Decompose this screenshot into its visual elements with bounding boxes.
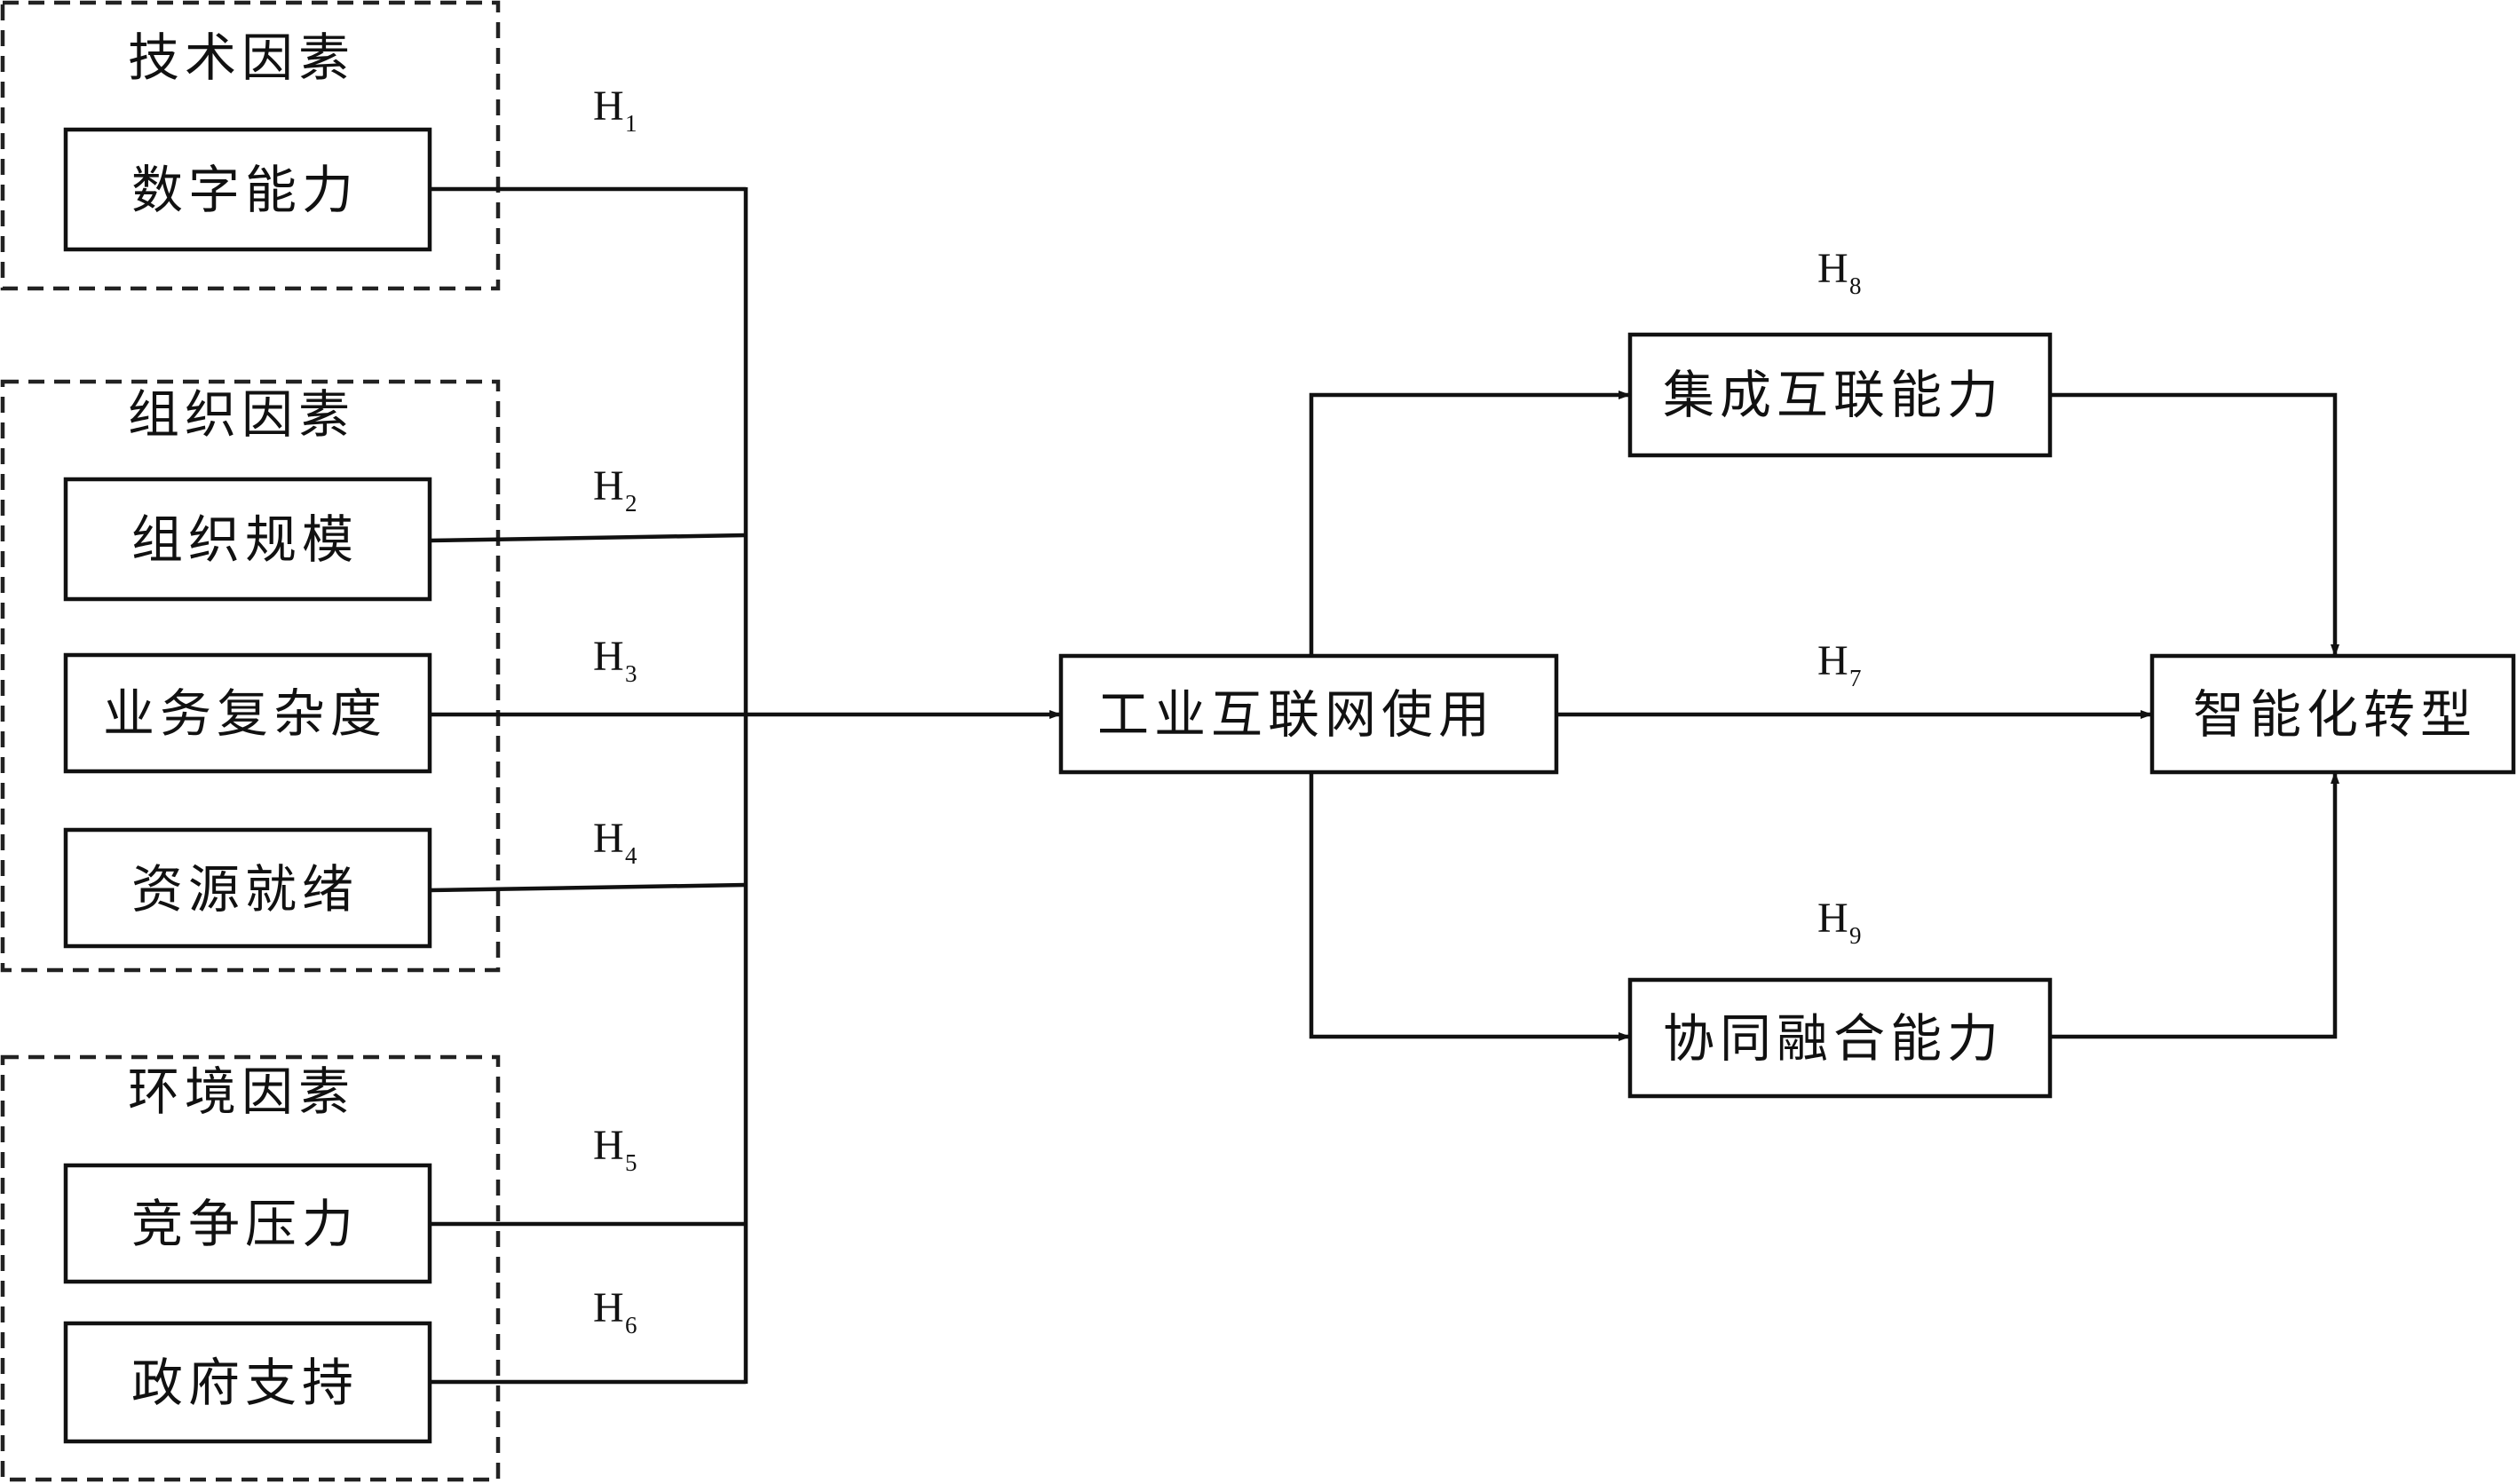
factor-box-government-support — [63, 1321, 432, 1444]
hypothesis-label-h5: H 5 — [593, 1122, 637, 1176]
svg-text:1: 1 — [625, 110, 637, 137]
group-box-org — [0, 379, 501, 973]
hypothesis-label-h2: H 2 — [593, 462, 637, 517]
group-box-tech — [0, 0, 501, 291]
group-title-env: 环境因素 — [128, 1062, 355, 1122]
hypothesis-label-h8: H 8 — [1817, 245, 1862, 299]
central-label: 工业互联网使用 — [1097, 684, 1495, 745]
svg-text:H: H — [1817, 637, 1848, 684]
svg-text:5: 5 — [625, 1149, 637, 1176]
svg-text:H: H — [593, 1122, 624, 1169]
mediator-label-collaboration: 协同融合能力 — [1663, 1008, 2004, 1069]
svg-text:7: 7 — [1849, 665, 1862, 691]
edge-h8-integration-to-outcome — [2050, 392, 2339, 657]
svg-text:3: 3 — [625, 660, 637, 687]
hypothesis-label-h7: H 7 — [1817, 637, 1862, 691]
hypothesis-label-h6: H 6 — [593, 1284, 637, 1338]
svg-text:2: 2 — [625, 490, 637, 517]
factor-box-digital-capability — [63, 127, 432, 252]
svg-text:4: 4 — [625, 842, 637, 869]
central-box-industrial-internet-use — [1058, 653, 1559, 775]
hypothesis-label-h9: H 9 — [1817, 895, 1862, 949]
factor-label-resource-readiness: 资源就绪 — [131, 859, 359, 920]
hypothesis-label-h1: H 1 — [593, 83, 637, 137]
edge-h4 — [429, 882, 747, 893]
hypothesis-label-h4: H 4 — [593, 815, 637, 869]
edge-h9-collaboration-to-outcome — [2050, 771, 2339, 1039]
edge-h2 — [429, 533, 747, 543]
factor-label-government-support: 政府支持 — [131, 1353, 359, 1413]
svg-text:H: H — [1817, 245, 1848, 292]
factor-label-digital-capability: 数字能力 — [131, 160, 359, 220]
svg-text:H: H — [593, 815, 624, 862]
factor-label-competitive-pressure: 竞争压力 — [131, 1194, 359, 1254]
svg-text:H: H — [593, 462, 624, 509]
mediator-label-integration: 集成互联能力 — [1663, 365, 2004, 425]
factor-box-business-complexity — [63, 652, 432, 774]
group-title-org: 组织因素 — [128, 384, 355, 445]
svg-text:H: H — [1817, 895, 1848, 942]
factor-box-resource-readiness — [63, 827, 432, 949]
outcome-label: 智能化转型 — [2193, 684, 2477, 745]
svg-text:8: 8 — [1849, 272, 1862, 299]
svg-text:H: H — [593, 83, 624, 130]
svg-text:H: H — [593, 1284, 624, 1331]
group-title-tech: 技术因素 — [128, 28, 355, 88]
factor-label-business-complexity: 业务复杂度 — [103, 683, 387, 744]
svg-text:H: H — [593, 633, 624, 680]
edge-central-to-integration — [1309, 391, 1631, 656]
group-box-env — [0, 1054, 501, 1482]
hypothesis-label-h3: H 3 — [593, 633, 637, 687]
svg-text:9: 9 — [1849, 922, 1862, 949]
svg-text:6: 6 — [625, 1312, 637, 1338]
factor-label-org-size: 组织规模 — [131, 509, 359, 570]
edge-central-to-collaboration — [1309, 772, 1631, 1041]
